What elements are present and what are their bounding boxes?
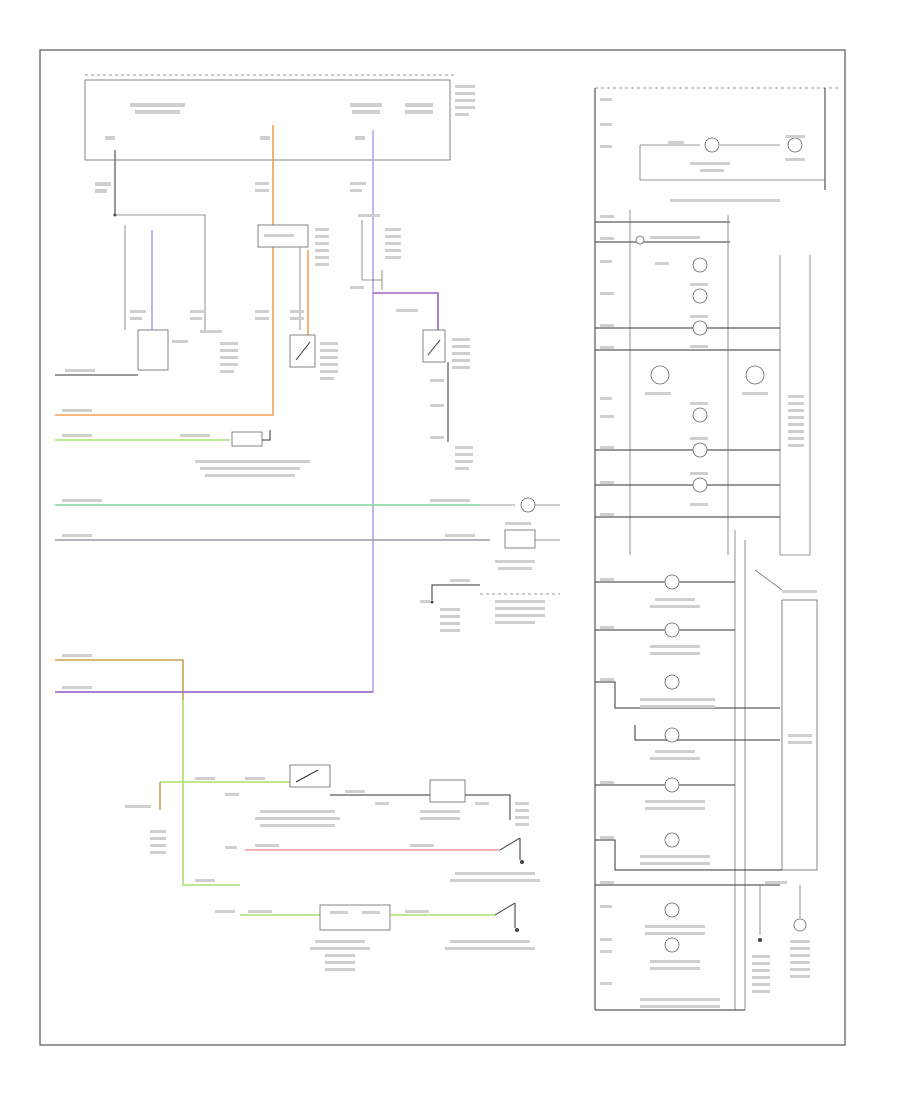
washer-fluid-sensor — [62, 430, 310, 477]
light-green-lower — [182, 700, 240, 886]
oil-pressure-switch — [396, 309, 473, 470]
junction-block — [255, 182, 329, 330]
gold-wire — [55, 659, 184, 700]
thermistor — [62, 497, 560, 525]
fuel-gauge-sender — [62, 529, 560, 632]
key-warning-circuit — [215, 902, 535, 971]
right-indicator-panel — [594, 87, 840, 1011]
left-meter-wire — [95, 150, 206, 330]
seat-belt-circuit — [125, 764, 529, 854]
page-border — [39, 49, 846, 1046]
door-switch — [195, 837, 540, 882]
violet-wire — [373, 292, 439, 330]
orange-wire-main — [55, 125, 274, 416]
hazard-switch-box — [55, 310, 238, 376]
blue-wire-main — [55, 130, 374, 693]
brake-fluid-switch — [255, 310, 338, 380]
top-meter-block — [84, 74, 475, 161]
parking-brake-switch — [350, 182, 401, 290]
